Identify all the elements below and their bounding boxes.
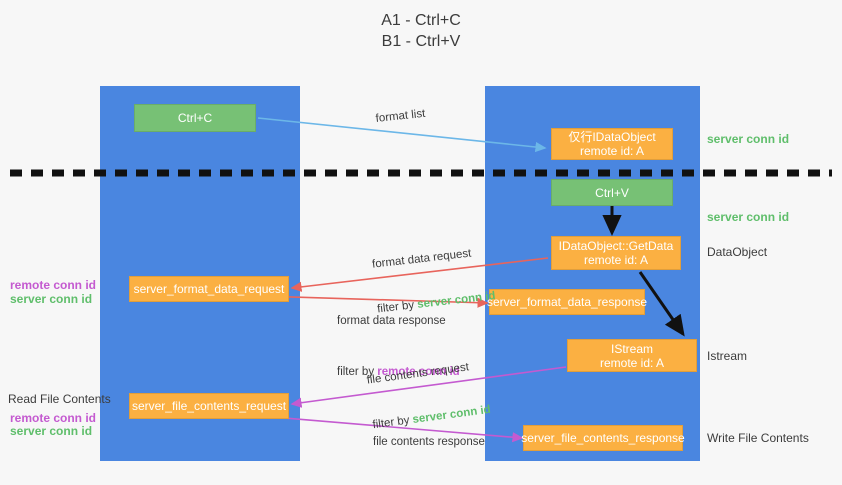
- edge-label-format-list: format list: [375, 107, 426, 125]
- box-istream[interactable]: IStream remote id: A: [567, 339, 697, 372]
- box-server-format-data-request[interactable]: server_format_data_request: [129, 276, 289, 302]
- label-server-conn-id-top: server conn id: [707, 132, 790, 146]
- edge-label-filter-by-prefix-2: filter by: [337, 366, 378, 378]
- edge-label-remote-conn-id-key: remote conn id: [377, 366, 460, 378]
- page-title: A1 - Ctrl+C B1 - Ctrl+V: [381, 12, 461, 50]
- edge-label-file-contents-response: file contents response filter by remote …: [345, 405, 485, 485]
- label-remote-conn-id-1: remote conn id: [10, 278, 97, 292]
- edge-label-format-data-request-line1: format data request: [371, 247, 472, 271]
- box-server-format-data-response[interactable]: server_format_data_response: [487, 289, 647, 315]
- label-server-conn-id-mid: server conn id: [707, 210, 790, 224]
- box-server-file-contents-request[interactable]: server_file_contents_request: [129, 393, 289, 419]
- box-idataobject-getdata[interactable]: IDataObject::GetData remote id: A: [551, 236, 681, 270]
- label-istream: Istream: [707, 349, 748, 363]
- label-dataobject: DataObject: [707, 245, 768, 259]
- edge-label-format-data-response-line1: format data response: [337, 315, 446, 327]
- label-server-conn-id-1: server conn id: [10, 292, 93, 306]
- box-ctrl-v[interactable]: Ctrl+V: [551, 179, 673, 206]
- edge-label-file-contents-request-line1: file contents request: [366, 361, 470, 387]
- box-idataobject[interactable]: 仅行IDataObject remote id: A: [551, 128, 673, 160]
- box-server-file-contents-response[interactable]: server_file_contents_response: [521, 425, 685, 451]
- label-write-file-contents: Write File Contents: [707, 431, 809, 445]
- label-server-conn-id-2: server conn id: [10, 424, 93, 438]
- edge-label-format-data-response: format data response filter by remote co…: [337, 284, 460, 410]
- edge-label-file-contents-response-line1: file contents response: [373, 436, 485, 448]
- edge-label-format-data-response-line2: filter by remote conn id: [337, 365, 460, 380]
- label-remote-conn-id-2: remote conn id: [10, 411, 97, 425]
- label-read-file-contents: Read File Contents: [8, 392, 111, 406]
- box-ctrl-c[interactable]: Ctrl+C: [134, 104, 256, 132]
